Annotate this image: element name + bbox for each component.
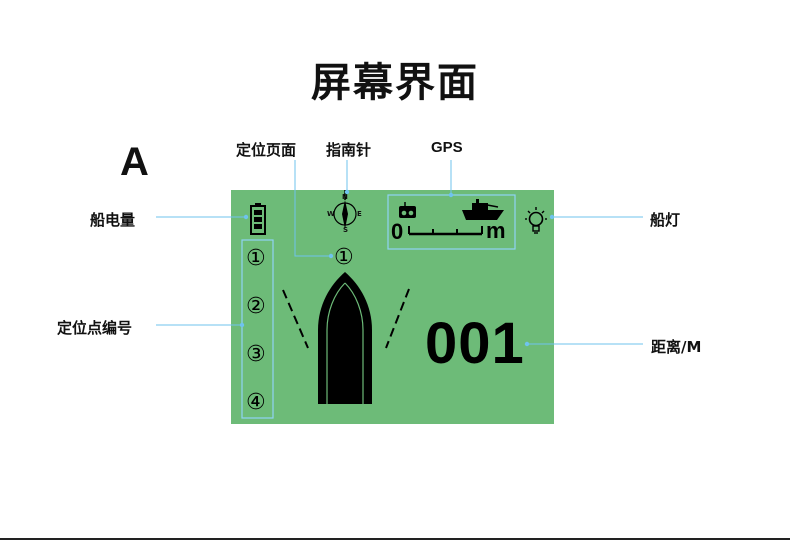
bottom-rule	[0, 538, 790, 540]
compass-w: W	[327, 210, 335, 218]
callout-dots	[239, 189, 555, 347]
callout-boat-battery: 船电量	[90, 211, 136, 229]
callout-lines	[156, 160, 643, 345]
light-bulb-icon	[525, 207, 547, 234]
page-indicator: ①	[334, 245, 354, 270]
line-positioning-page	[294, 160, 331, 257]
callout-positioning-point-number: 定位点编号	[57, 319, 133, 337]
callout-positioning-page: 定位页面	[236, 141, 297, 159]
positioning-point-3: ③	[246, 342, 266, 367]
remote-control-icon	[399, 202, 416, 218]
positioning-point-4: ④	[246, 390, 266, 415]
compass-e: E	[357, 210, 362, 218]
gps-bar-start: 0	[391, 219, 404, 244]
distance-readout: 001	[425, 311, 525, 376]
battery-icon	[250, 203, 266, 235]
boat-icon	[462, 199, 504, 220]
positioning-points-box	[241, 239, 274, 419]
page-title: 屏幕界面	[311, 60, 479, 106]
compass-icon	[333, 190, 357, 229]
positioning-point-1: ①	[246, 246, 266, 271]
gps-bar-unit: m	[486, 218, 506, 243]
boat-hull-icon	[282, 272, 410, 404]
gps-box	[387, 194, 516, 250]
compass-s: S	[343, 226, 349, 234]
variant-letter: A	[120, 140, 149, 184]
callout-boat-light: 船灯	[650, 211, 681, 229]
callout-gps: GPS	[431, 139, 463, 156]
gps-scale-bar	[408, 226, 483, 236]
callout-distance: 距离/M	[651, 338, 702, 356]
positioning-point-2: ②	[246, 294, 266, 319]
lcd-screen	[231, 190, 554, 424]
callout-compass: 指南针	[326, 141, 372, 159]
